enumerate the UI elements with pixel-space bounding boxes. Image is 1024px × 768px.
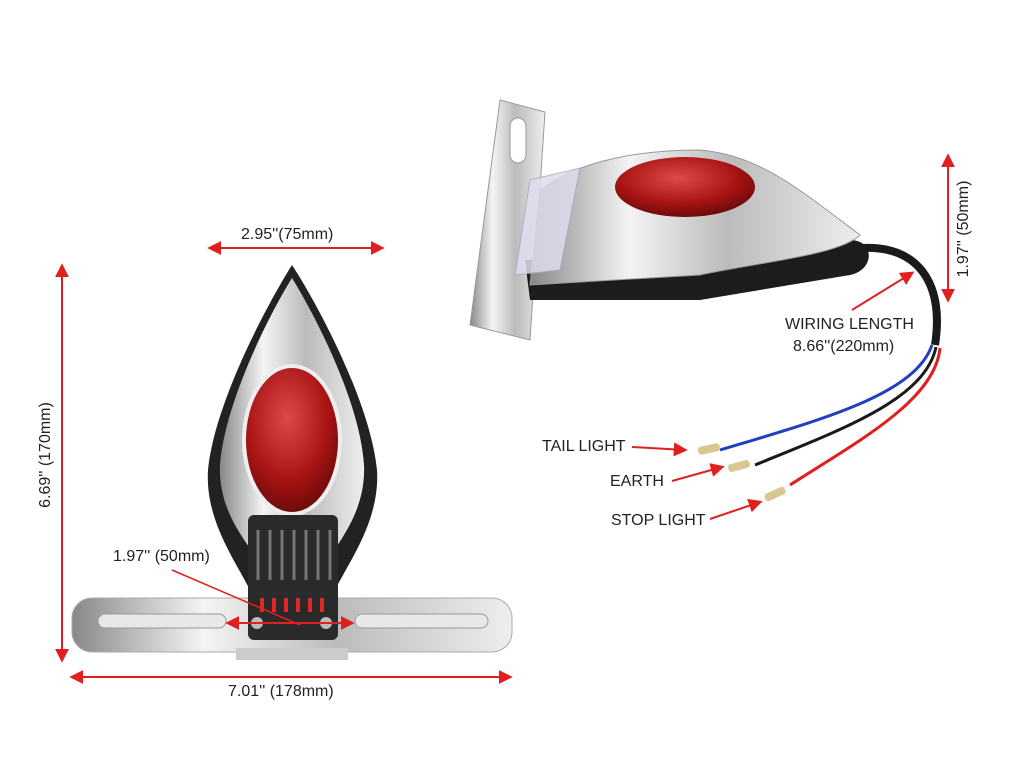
- mounting-plate: [469, 99, 546, 341]
- width-label: 2.95''(75mm): [241, 226, 334, 243]
- earth-leader: [671, 463, 725, 482]
- stop-light-label: STOP LIGHT: [611, 512, 706, 529]
- cable-sheath: [861, 243, 941, 346]
- wiring-length-value: 8.66''(220mm): [793, 338, 895, 355]
- bracket-width-label: 7.01'' (178mm): [228, 683, 334, 700]
- side-lens: [615, 157, 755, 217]
- bracket-slot-left: [97, 613, 227, 629]
- side-housing-chrome: [529, 149, 861, 286]
- wire-red: [789, 347, 942, 487]
- mount-spacing-leader: [171, 569, 301, 626]
- tail-lens: [242, 364, 342, 516]
- side-view-taillight: [469, 99, 942, 502]
- wiring-length-label: WIRING LENGTH: [785, 316, 914, 333]
- front-view-taillight: [71, 265, 513, 660]
- tail-light-leader: [631, 442, 688, 457]
- wire-black: [754, 346, 938, 467]
- wiring-length-leader: [851, 271, 915, 311]
- bracket-slot-right: [354, 613, 489, 629]
- height-label: 6.69'' (170mm): [37, 402, 54, 508]
- side-plate-light: [514, 167, 581, 276]
- connector-stop: [764, 486, 786, 502]
- wire-blue: [719, 344, 934, 452]
- earth-label: EARTH: [610, 473, 664, 490]
- stop-light-leader: [709, 498, 763, 520]
- depth-label: 1.97'' (50mm): [955, 180, 972, 278]
- tail-light-label: TAIL LIGHT: [542, 438, 626, 455]
- connector-tail: [697, 443, 721, 455]
- mount-spacing-label: 1.97'' (50mm): [113, 548, 210, 565]
- connector-earth: [728, 459, 750, 473]
